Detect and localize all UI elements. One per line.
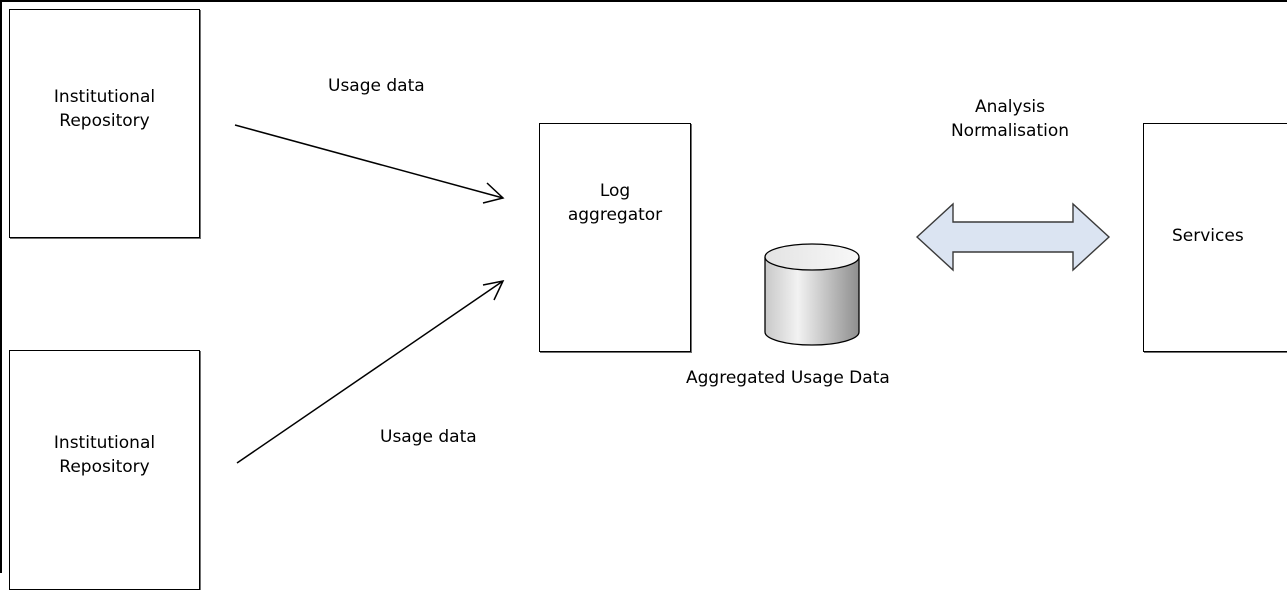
double-arrow-analysis [915,202,1111,272]
database-cylinder-icon [764,243,860,346]
usage-data-label-top: Usage data [328,76,425,96]
repo-top-label: Institutional Repository [53,86,156,131]
institutional-repository-top: Institutional Repository [9,9,200,238]
services-box: Services [1143,123,1287,352]
log-aggregator-label: Log aggregator [567,180,663,225]
repo-bottom-label: Institutional Repository [53,433,156,477]
log-aggregator-box: Log aggregator [539,123,691,352]
arrow-repo-bottom-to-aggregator [236,279,505,464]
connectors-layer [234,124,1111,464]
services-label: Services [1172,226,1244,246]
usage-data-label-bottom: Usage data [380,427,477,447]
institutional-repository-bottom: Institutional Repository [9,350,200,590]
aggregated-usage-data-label: Aggregated Usage Data [686,368,890,388]
diagram-frame [0,0,1287,573]
analysis-normalisation-label: Analysis Normalisation [950,97,1070,141]
arrow-repo-top-to-aggregator [234,124,505,204]
